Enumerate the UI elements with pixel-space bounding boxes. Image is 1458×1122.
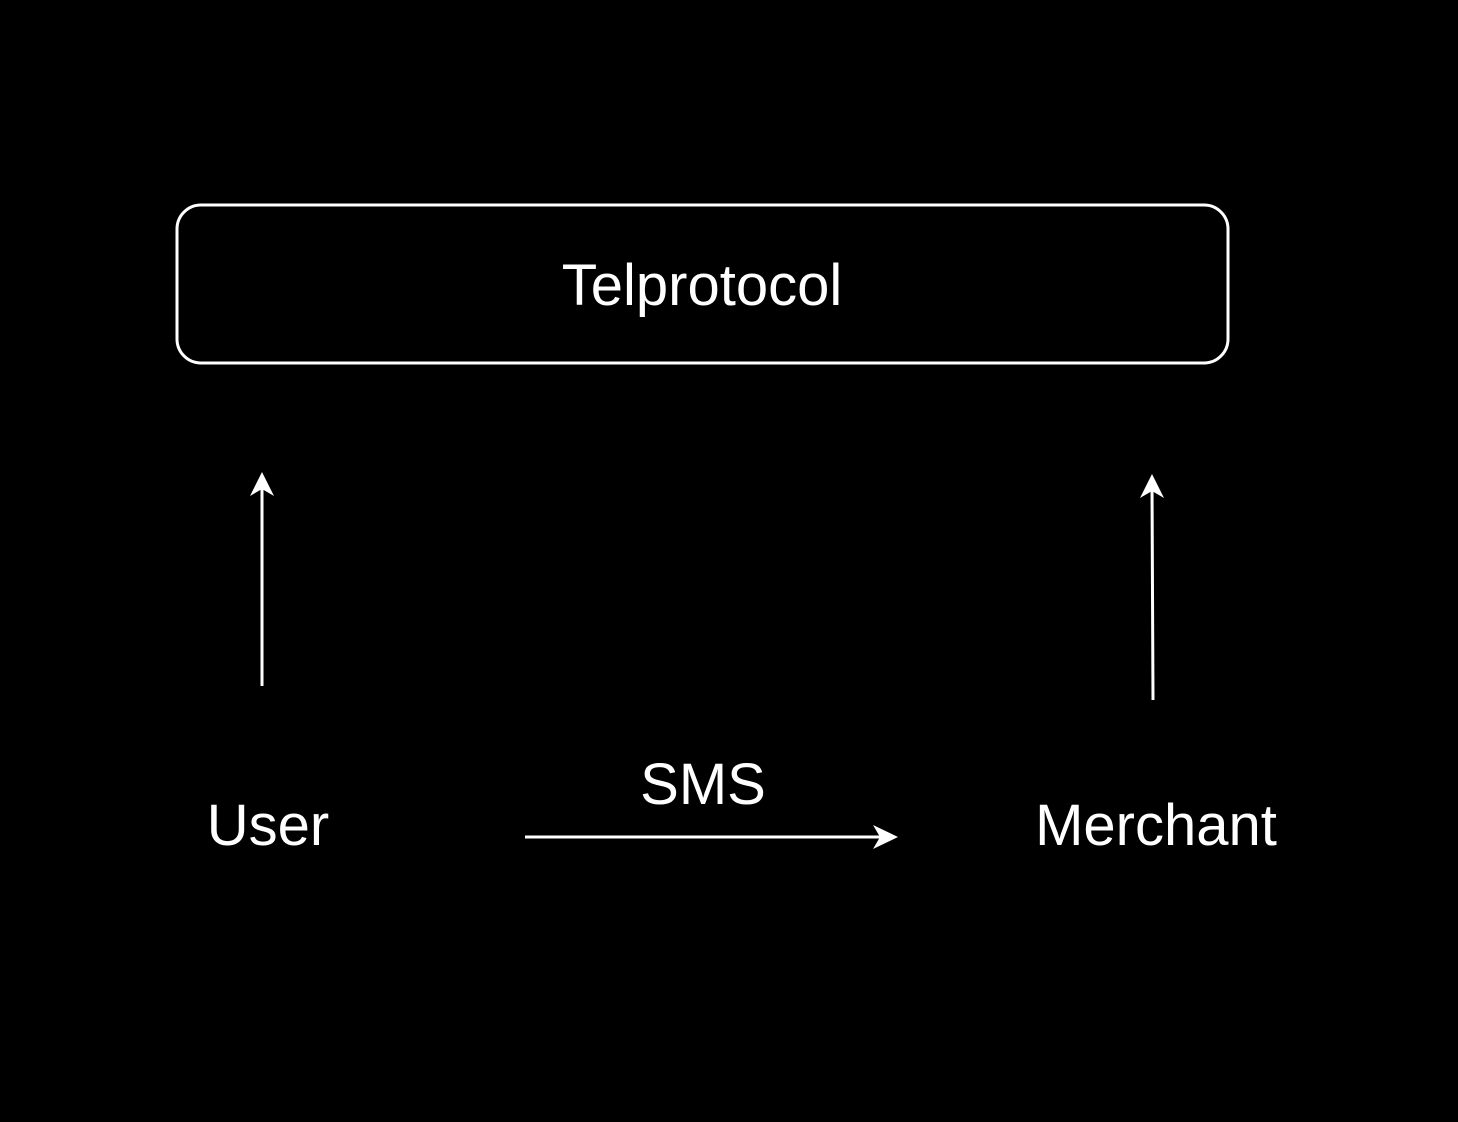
user-to-protocol-arrow bbox=[250, 472, 274, 686]
protocol-box bbox=[175, 203, 1230, 365]
sms-edge-label: SMS bbox=[640, 752, 766, 817]
merchant-arrow-head-icon bbox=[1140, 474, 1164, 498]
merchant-to-protocol-arrow bbox=[1140, 474, 1164, 701]
user-label: User bbox=[207, 793, 329, 858]
protocol-label: Telprotocol bbox=[562, 253, 842, 318]
merchant-label: Merchant bbox=[1035, 793, 1277, 858]
user-arrow-head-icon bbox=[250, 472, 274, 496]
sms-arrow-head-icon bbox=[873, 825, 898, 849]
merchant-arrow-shaft bbox=[1150, 485, 1155, 701]
protocol-node: Telprotocol bbox=[175, 203, 1230, 365]
user-to-merchant-arrow bbox=[525, 825, 898, 849]
